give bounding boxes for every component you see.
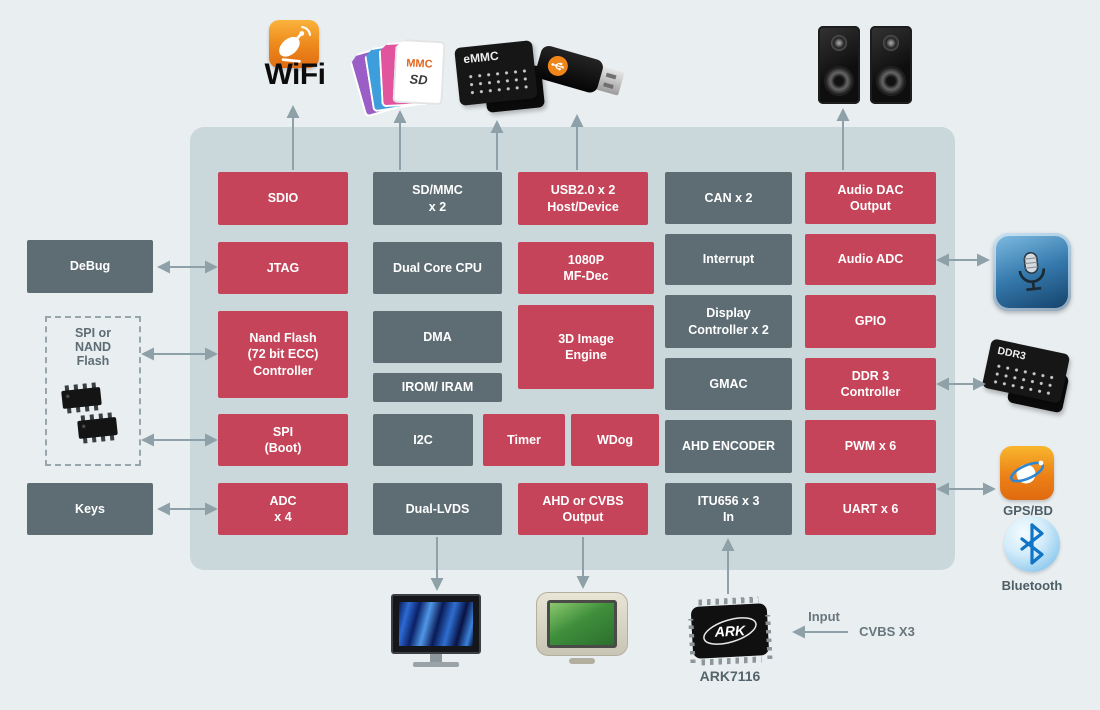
usb-body [533, 44, 605, 95]
headrest-monitor-icon [536, 592, 628, 670]
mmc-sd-cards-icon: MMC SD [356, 40, 456, 110]
cvbs-x3-label: CVBS X3 [859, 624, 915, 639]
ark7116-caption: ARK7116 [699, 668, 761, 684]
block-jtag: JTAG [218, 242, 348, 294]
monitor-base [413, 662, 459, 667]
emmc-front-die: eMMC [454, 40, 538, 106]
block-3d-image-engine: 3D Image Engine [518, 305, 654, 389]
woofer [824, 66, 854, 96]
bluetooth-caption: Bluetooth [1001, 578, 1063, 593]
flash-chip-icon [77, 412, 118, 444]
ddr3-chip-icon: DDR3 [981, 338, 1086, 422]
block-ddr3-controller: DDR 3 Controller [805, 358, 936, 410]
spi-nand-flash-label: SPI or NAND Flash [74, 326, 112, 368]
block-pwm: PWM x 6 [805, 420, 936, 473]
flash-chip-icon [61, 382, 102, 414]
ddr3-front-die: DDR3 [981, 338, 1071, 404]
block-audio-dac: Audio DAC Output [805, 172, 936, 224]
gps-bd-icon [1000, 446, 1054, 500]
block-spi-boot: SPI (Boot) [218, 414, 348, 466]
block-adc: ADC x 4 [218, 483, 348, 535]
wifi-logo-text: WiFi [264, 58, 326, 91]
gps-bd-caption: GPS/BD [1003, 503, 1053, 518]
spi-nand-flash-box: SPI or NAND Flash [45, 316, 141, 466]
usb-trident-icon [545, 53, 571, 79]
block-sd-mmc: SD/MMC x 2 [373, 172, 502, 225]
emmc-label: eMMC [462, 48, 500, 67]
headrest-frame [536, 592, 628, 656]
block-gpio: GPIO [805, 295, 936, 348]
ark-logo-text: ARK [713, 622, 746, 640]
card-front-icon: MMC SD [392, 39, 445, 106]
block-wdog: WDog [571, 414, 659, 466]
block-keys: Keys [27, 483, 153, 535]
block-timer: Timer [483, 414, 565, 466]
emmc-bga-dots [465, 66, 531, 100]
ark7116-chip-icon: ARK [688, 596, 773, 668]
bluetooth-icon [1004, 516, 1060, 572]
block-i2c: I2C [373, 414, 473, 466]
tweeter [831, 35, 847, 51]
input-label: Input [808, 609, 840, 624]
tweeter [883, 35, 899, 51]
block-dma: DMA [373, 311, 502, 363]
lcd-monitor-icon [391, 594, 481, 672]
block-dual-core-cpu: Dual Core CPU [373, 242, 502, 294]
block-ahd-encoder: AHD ENCODER [665, 420, 792, 473]
block-gmac: GMAC [665, 358, 792, 410]
headrest-screen [547, 600, 617, 648]
microphone-icon [993, 233, 1071, 311]
mmc-label: MMC [406, 56, 433, 71]
woofer [876, 66, 906, 96]
block-usb2: USB2.0 x 2 Host/Device [518, 172, 648, 225]
monitor-screen [399, 602, 473, 646]
monitor-frame [391, 594, 481, 654]
wifi-dish-icon [269, 20, 319, 68]
block-interrupt: Interrupt [665, 234, 792, 285]
block-display-controller: Display Controller x 2 [665, 295, 792, 348]
headrest-base [569, 658, 595, 664]
block-ahd-cvbs-output: AHD or CVBS Output [518, 483, 648, 535]
monitor-neck [430, 654, 442, 662]
block-can: CAN x 2 [665, 172, 792, 224]
speaker-right-icon [870, 26, 912, 104]
block-irom-iram: IROM/ IRAM [373, 373, 502, 402]
block-dual-lvds: Dual-LVDS [373, 483, 502, 535]
block-uart: UART x 6 [805, 483, 936, 535]
block-nand-flash-controller: Nand Flash (72 bit ECC) Controller [218, 311, 348, 398]
ark-pins-right [765, 614, 773, 660]
ark-body: ARK [688, 603, 773, 664]
block-itu656: ITU656 x 3 In [665, 483, 792, 535]
sd-label: SD [409, 71, 429, 87]
block-debug: DeBug [27, 240, 153, 293]
block-1080p-mf-dec: 1080P MF-Dec [518, 242, 654, 294]
speaker-left-icon [818, 26, 860, 104]
ark-pins-left [688, 618, 696, 664]
usb-drive-icon [528, 36, 636, 116]
block-audio-adc: Audio ADC [805, 234, 936, 285]
block-sdio: SDIO [218, 172, 348, 225]
